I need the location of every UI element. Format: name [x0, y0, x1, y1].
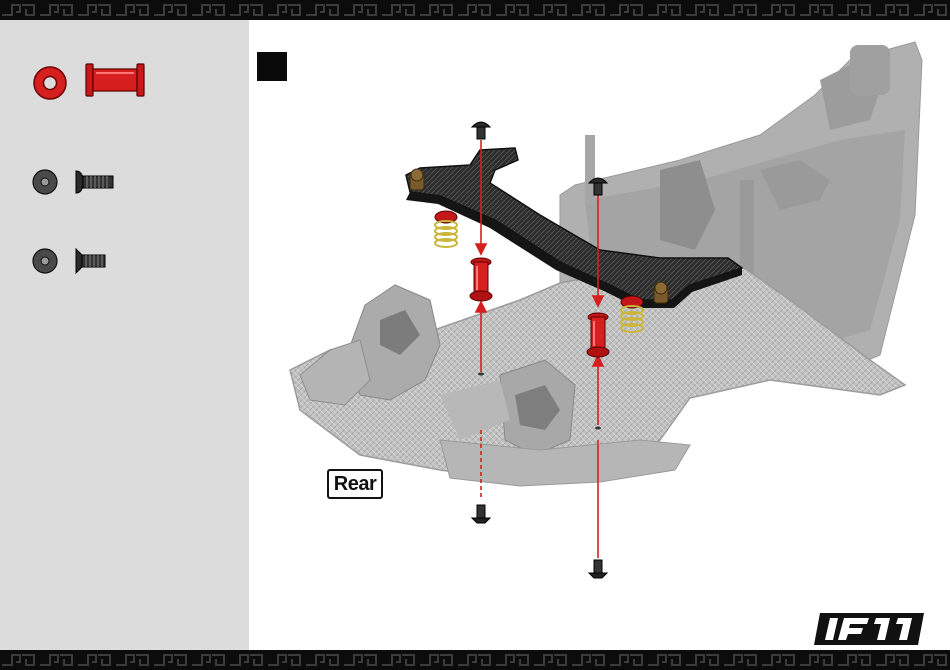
assembly-diagram: [249, 20, 950, 650]
rear-label: Rear: [327, 469, 383, 499]
red-washer-icon: [32, 65, 68, 101]
ball-stud: [410, 169, 424, 190]
spring-left: [435, 211, 457, 247]
flat-head-screw-bottom: [589, 560, 607, 578]
button-head-screw-icon: [74, 168, 116, 196]
top-pattern-band: [0, 0, 950, 20]
red-spacer-post: [470, 258, 492, 301]
black-washer-icon: [31, 168, 59, 196]
bottom-pattern-band: [0, 650, 950, 670]
parts-sidebar: [0, 20, 249, 650]
red-spacer-icon: [84, 62, 146, 98]
black-washer-icon: [31, 247, 59, 275]
button-head-screw-top: [472, 122, 490, 139]
ball-stud: [654, 282, 668, 303]
brand-logo: [814, 610, 926, 648]
flat-head-screw-icon: [74, 248, 108, 274]
mounting-hole: [478, 373, 484, 376]
flat-head-screw-bottom: [472, 505, 490, 523]
mounting-hole: [595, 427, 601, 430]
